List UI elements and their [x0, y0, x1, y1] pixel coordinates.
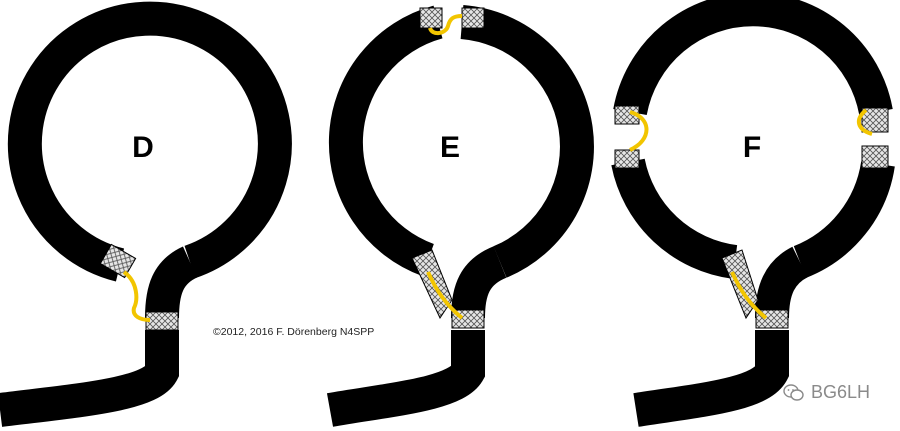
loop-d-braid-left	[99, 243, 137, 279]
loop-f: F	[611, 0, 895, 427]
loop-f-conductor-left	[629, 110, 649, 152]
copyright-text: ©2012, 2016 F. Dörenberg N4SPP	[213, 326, 374, 338]
loop-d-label: D	[132, 131, 154, 164]
loop-e-label: E	[440, 131, 460, 164]
watermark: BG6LH	[783, 382, 870, 403]
loop-f-ring-top	[613, 0, 893, 116]
loop-f-braid-right-bottom	[861, 145, 889, 169]
watermark-text: BG6LH	[810, 382, 870, 402]
loop-f-feed-cable	[633, 330, 789, 427]
loop-e-ring-left	[328, 5, 443, 276]
loop-d: D	[0, 1, 292, 427]
loop-d-feed-cable	[0, 330, 179, 427]
loop-e-conductor-bottom	[426, 271, 464, 320]
loop-f-conductor-bottom	[730, 271, 768, 320]
loop-e-conductor-top	[428, 14, 463, 35]
loop-d-right-leg	[145, 246, 198, 319]
loop-f-conductor-right	[856, 108, 873, 136]
loop-f-ring-lower-right	[793, 161, 895, 278]
loop-d-conductor	[122, 270, 151, 322]
loop-d-braid-feed	[145, 311, 179, 331]
wechat-icon	[783, 383, 804, 401]
loop-e-braid-top-left	[419, 7, 443, 29]
loop-e-feed-cable	[326, 330, 485, 427]
loop-e-braid-top-right	[461, 7, 485, 29]
loop-f-braid-left-bottom	[614, 149, 640, 169]
loop-d-ring	[7, 1, 292, 282]
loop-e: E	[326, 5, 594, 427]
loop-f-ring-lower-left	[611, 158, 738, 279]
loop-e-ring-right	[460, 5, 594, 278]
loop-f-label: F	[743, 131, 761, 164]
